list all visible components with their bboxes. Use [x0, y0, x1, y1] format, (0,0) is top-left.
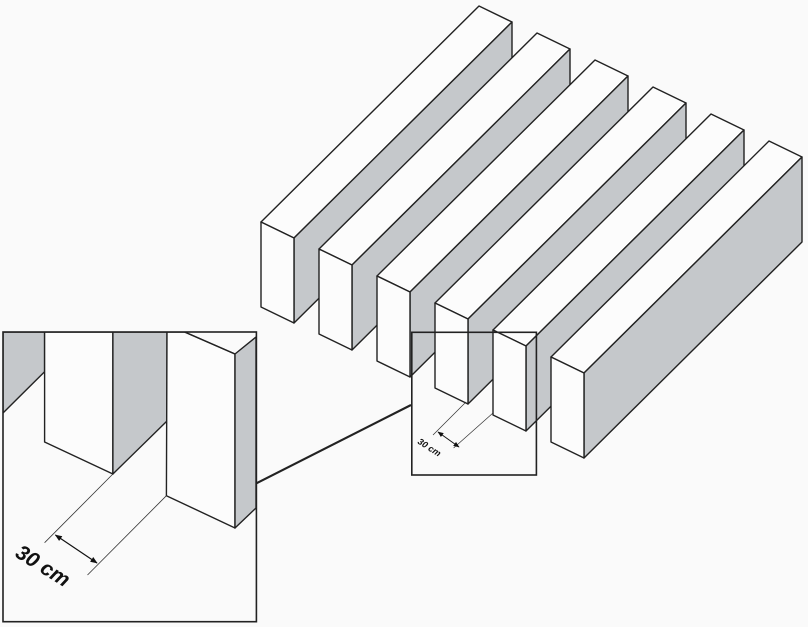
inset-frame — [2, 331, 258, 623]
zoom-connector-line — [255, 404, 412, 485]
inset-block-side — [234, 336, 257, 529]
dimension-extension-line — [87, 495, 167, 576]
detail-dimension-label: 30 cm — [416, 436, 443, 458]
magnified-inset: 30 cm — [2, 331, 258, 623]
dimension-extension-line — [432, 401, 467, 436]
block-row — [260, 5, 803, 459]
dimension-arrow — [54, 534, 98, 564]
block — [550, 140, 803, 459]
block-front-face — [434, 302, 469, 405]
inset-block-front — [165, 332, 236, 529]
block-front-face — [318, 248, 353, 351]
block-front-face — [550, 356, 585, 459]
detail-box — [410, 331, 538, 476]
dimension-arrow — [437, 431, 460, 448]
inset-block-top-edge — [184, 332, 236, 355]
dimension-extension-line — [453, 412, 494, 449]
dimension-extension-line — [44, 473, 114, 543]
block-front-face — [260, 221, 295, 324]
block-front-face — [492, 329, 527, 432]
block-front-face — [376, 275, 411, 378]
